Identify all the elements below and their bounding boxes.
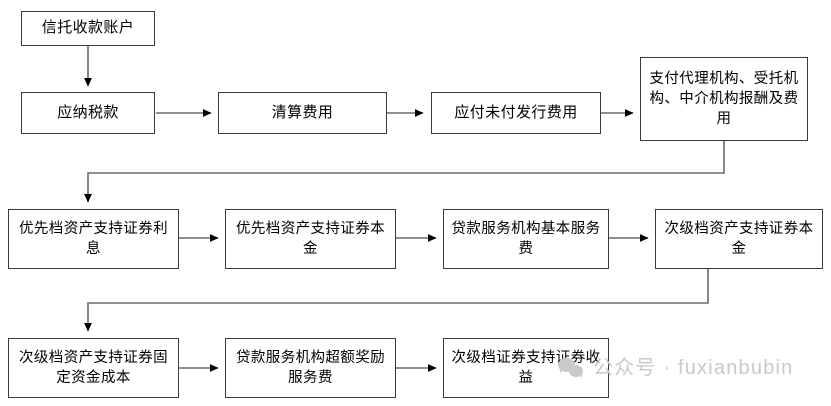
node-trust-account[interactable]: 信托收款账户 — [21, 11, 155, 46]
node-subordinate-securities-principal[interactable]: 次级档资产支持证券本金 — [655, 209, 823, 269]
node-label: 次级档证券支持证券收益 — [451, 350, 601, 386]
watermark-text: 公众号 · fuxianbubin — [593, 357, 794, 379]
node-servicer-excess-incentive-fee[interactable]: 贷款服务机构超额奖励服务费 — [225, 338, 396, 398]
node-label: 支付代理机构、受托机构、中介机构报酬及费用 — [649, 71, 799, 127]
node-payable-tax[interactable]: 应纳税款 — [21, 92, 155, 134]
node-label: 次级档资产支持证券本金 — [664, 221, 814, 257]
node-label: 贷款服务机构基本服务费 — [451, 221, 601, 257]
node-agency-trustee-intermediary-fees[interactable]: 支付代理机构、受托机构、中介机构报酬及费用 — [640, 57, 808, 141]
node-label: 应付未付发行费用 — [454, 103, 578, 121]
edge-sub-principal-to-sub-fixed-cost — [84, 269, 709, 332]
node-label: 应纳税款 — [57, 103, 119, 121]
node-label: 优先档资产支持证券本金 — [236, 221, 385, 257]
node-subordinate-fixed-capital-cost[interactable]: 次级档资产支持证券固定资金成本 — [8, 338, 179, 398]
node-label: 优先档资产支持证券利息 — [19, 221, 168, 257]
node-label: 清算费用 — [271, 103, 334, 121]
node-label: 信托收款账户 — [41, 19, 135, 37]
node-subordinate-securities-return[interactable]: 次级档证券支持证券收益 — [443, 338, 609, 398]
node-senior-securities-interest[interactable]: 优先档资产支持证券利息 — [8, 209, 179, 269]
node-servicer-basic-fee[interactable]: 贷款服务机构基本服务费 — [443, 209, 609, 269]
node-unpaid-issuance-fee[interactable]: 应付未付发行费用 — [431, 92, 601, 134]
node-senior-securities-principal[interactable]: 优先档资产支持证券本金 — [225, 209, 396, 269]
edge-agency-fees-to-senior-interest — [84, 141, 725, 203]
node-label: 贷款服务机构超额奖励服务费 — [236, 350, 385, 386]
node-label: 次级档资产支持证券固定资金成本 — [19, 350, 168, 386]
node-liquidation-fee[interactable]: 清算费用 — [218, 92, 387, 134]
